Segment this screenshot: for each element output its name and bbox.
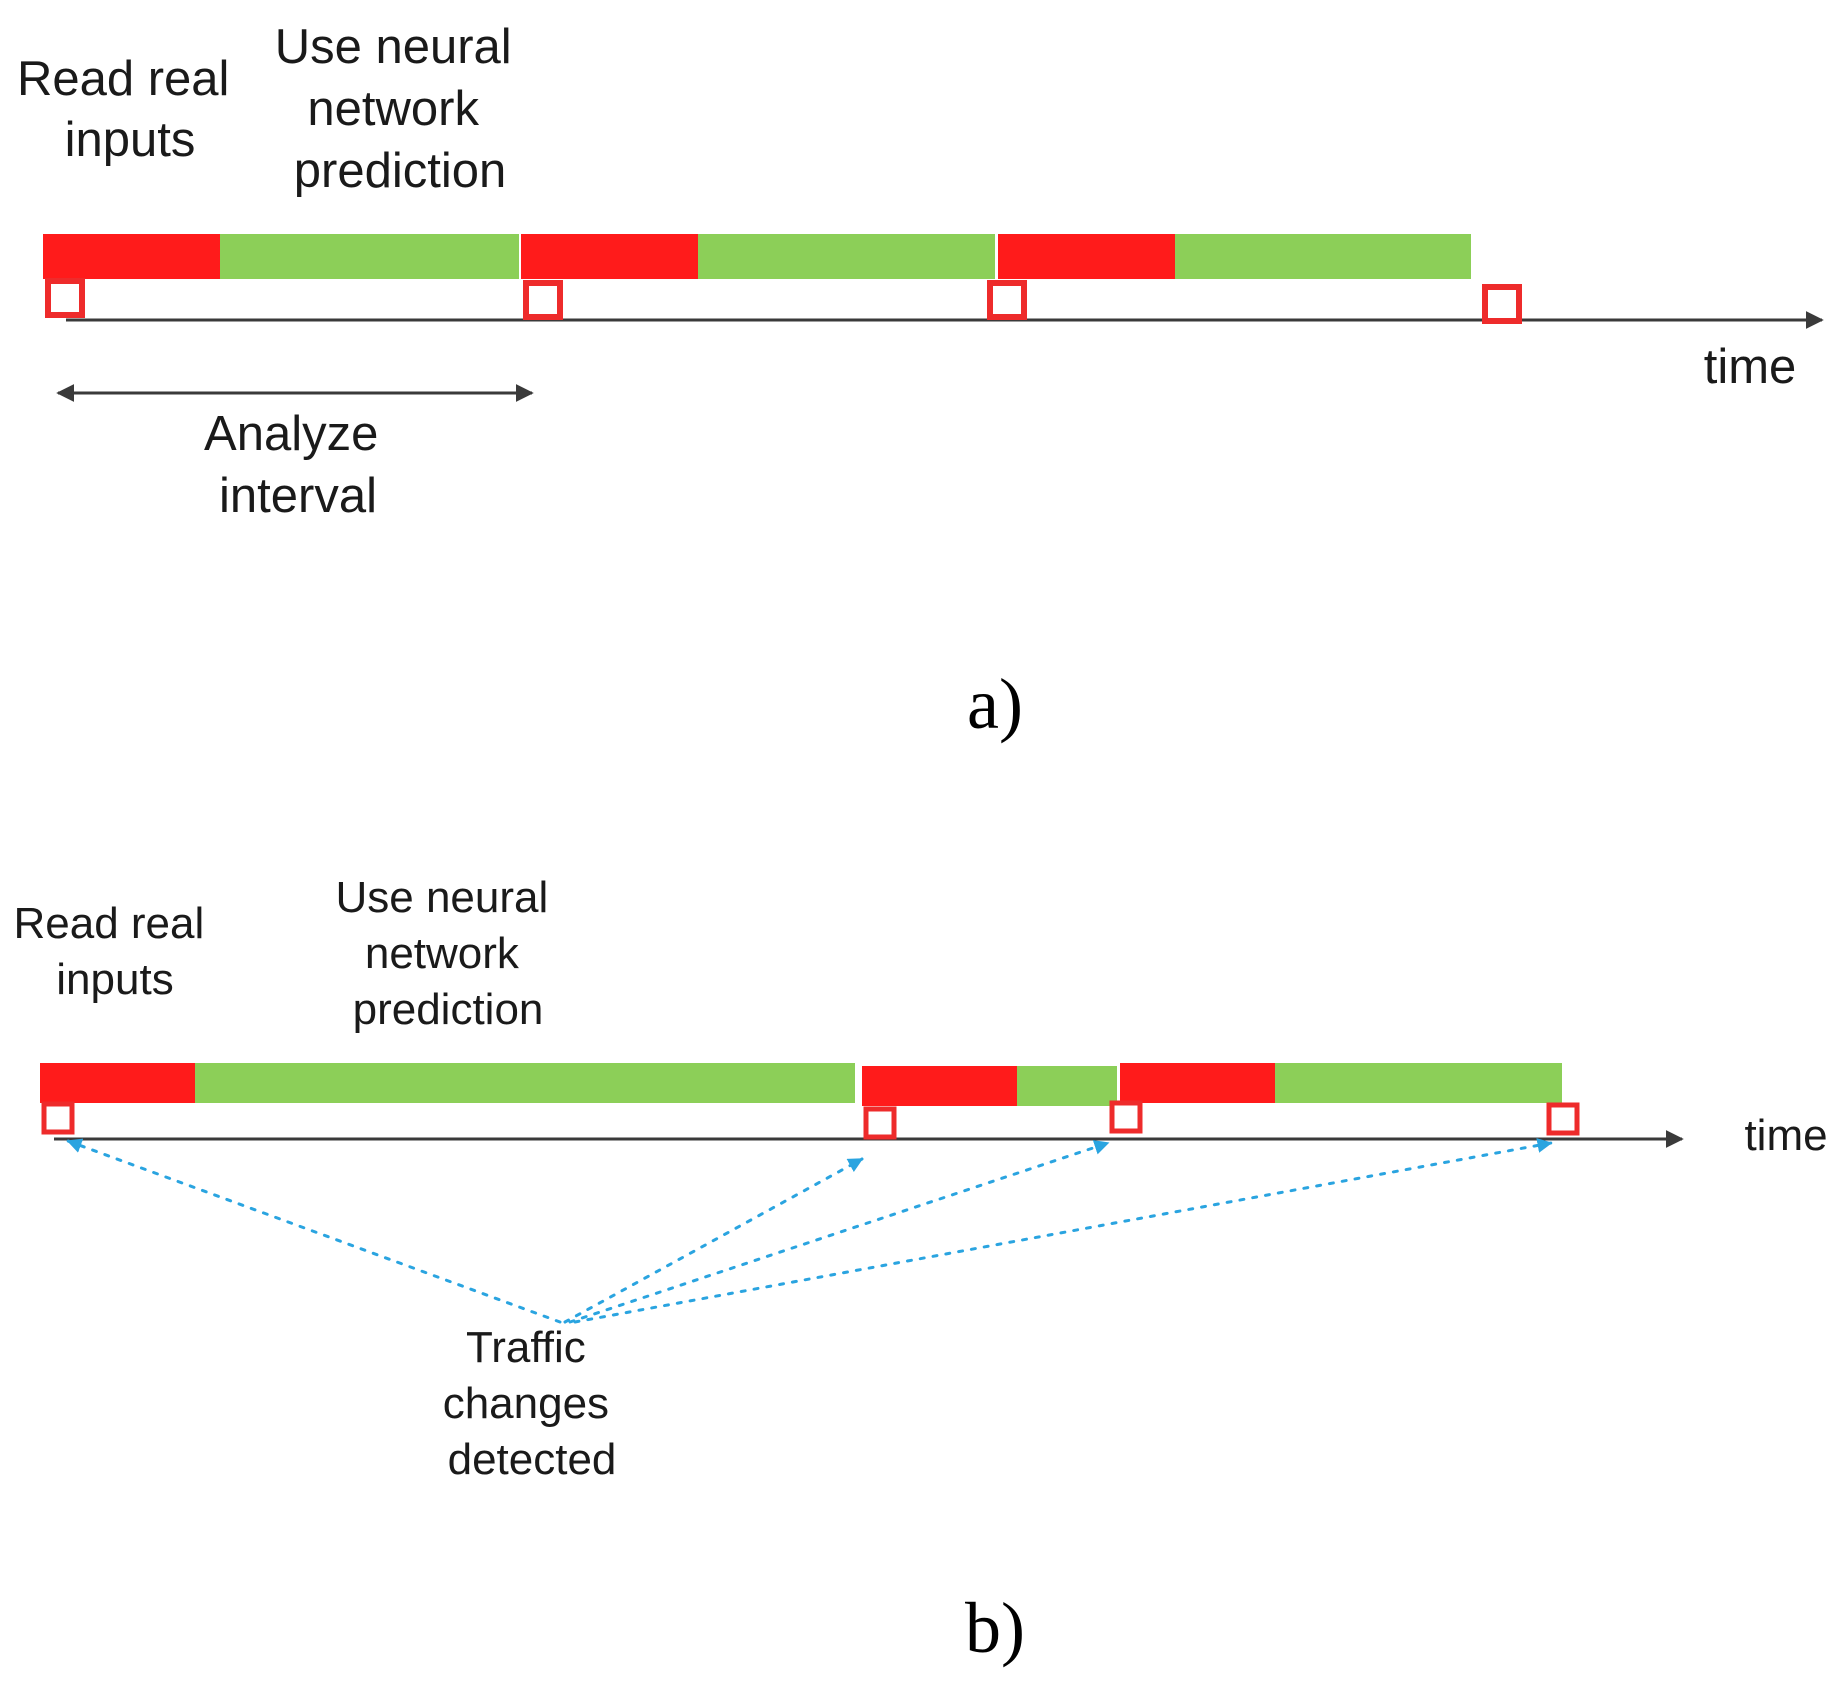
- predict-phase-bar: [195, 1063, 855, 1103]
- sample-marker: [45, 278, 85, 318]
- prediction-label-b: Use neural network prediction: [335, 873, 560, 1034]
- change-pointers: [66, 1138, 1553, 1324]
- predict-phase-bar: [1175, 234, 1471, 279]
- change-pointer: [573, 1138, 1553, 1324]
- read-inputs-label-b: Read real inputs: [13, 899, 216, 1004]
- read-phase-bar: [43, 234, 220, 279]
- panel-a-label: a): [967, 664, 1023, 744]
- panel-b: Read real inputs Use neural network pred…: [13, 873, 1827, 1668]
- panel-b-label: b): [965, 1588, 1025, 1668]
- change-pointer: [563, 1157, 864, 1324]
- predict-phase-bar: [220, 234, 519, 279]
- read-inputs-label-a: Read real inputs: [17, 52, 243, 167]
- sample-marker: [987, 280, 1027, 320]
- sample-marker: [41, 1101, 75, 1135]
- read-phase-bar: [521, 234, 698, 279]
- read-phase-bar: [1120, 1063, 1275, 1103]
- predict-phase-bar: [698, 234, 995, 279]
- panel-a: Read real inputs Use neural network pred…: [17, 20, 1824, 744]
- change-pointer: [568, 1140, 1110, 1324]
- time-axis-label-a: time: [1704, 340, 1797, 394]
- sample-marker: [1482, 284, 1522, 324]
- analyze-interval-label: Analyze interval: [204, 407, 392, 523]
- read-phase-bar: [40, 1063, 195, 1103]
- time-axis-label-b: time: [1744, 1111, 1827, 1160]
- prediction-label-a: Use neural network prediction: [275, 20, 526, 198]
- read-phase-bar: [998, 234, 1175, 279]
- sample-marker: [863, 1106, 897, 1140]
- predict-phase-bar: [1275, 1063, 1562, 1103]
- sample-marker: [1109, 1100, 1143, 1134]
- sample-marker: [1546, 1102, 1580, 1136]
- predict-phase-bar: [1017, 1066, 1117, 1106]
- read-phase-bar: [862, 1066, 1017, 1106]
- change-pointer: [66, 1138, 562, 1324]
- traffic-changes-label: Traffic changes detected: [443, 1323, 622, 1484]
- sample-marker: [523, 280, 563, 320]
